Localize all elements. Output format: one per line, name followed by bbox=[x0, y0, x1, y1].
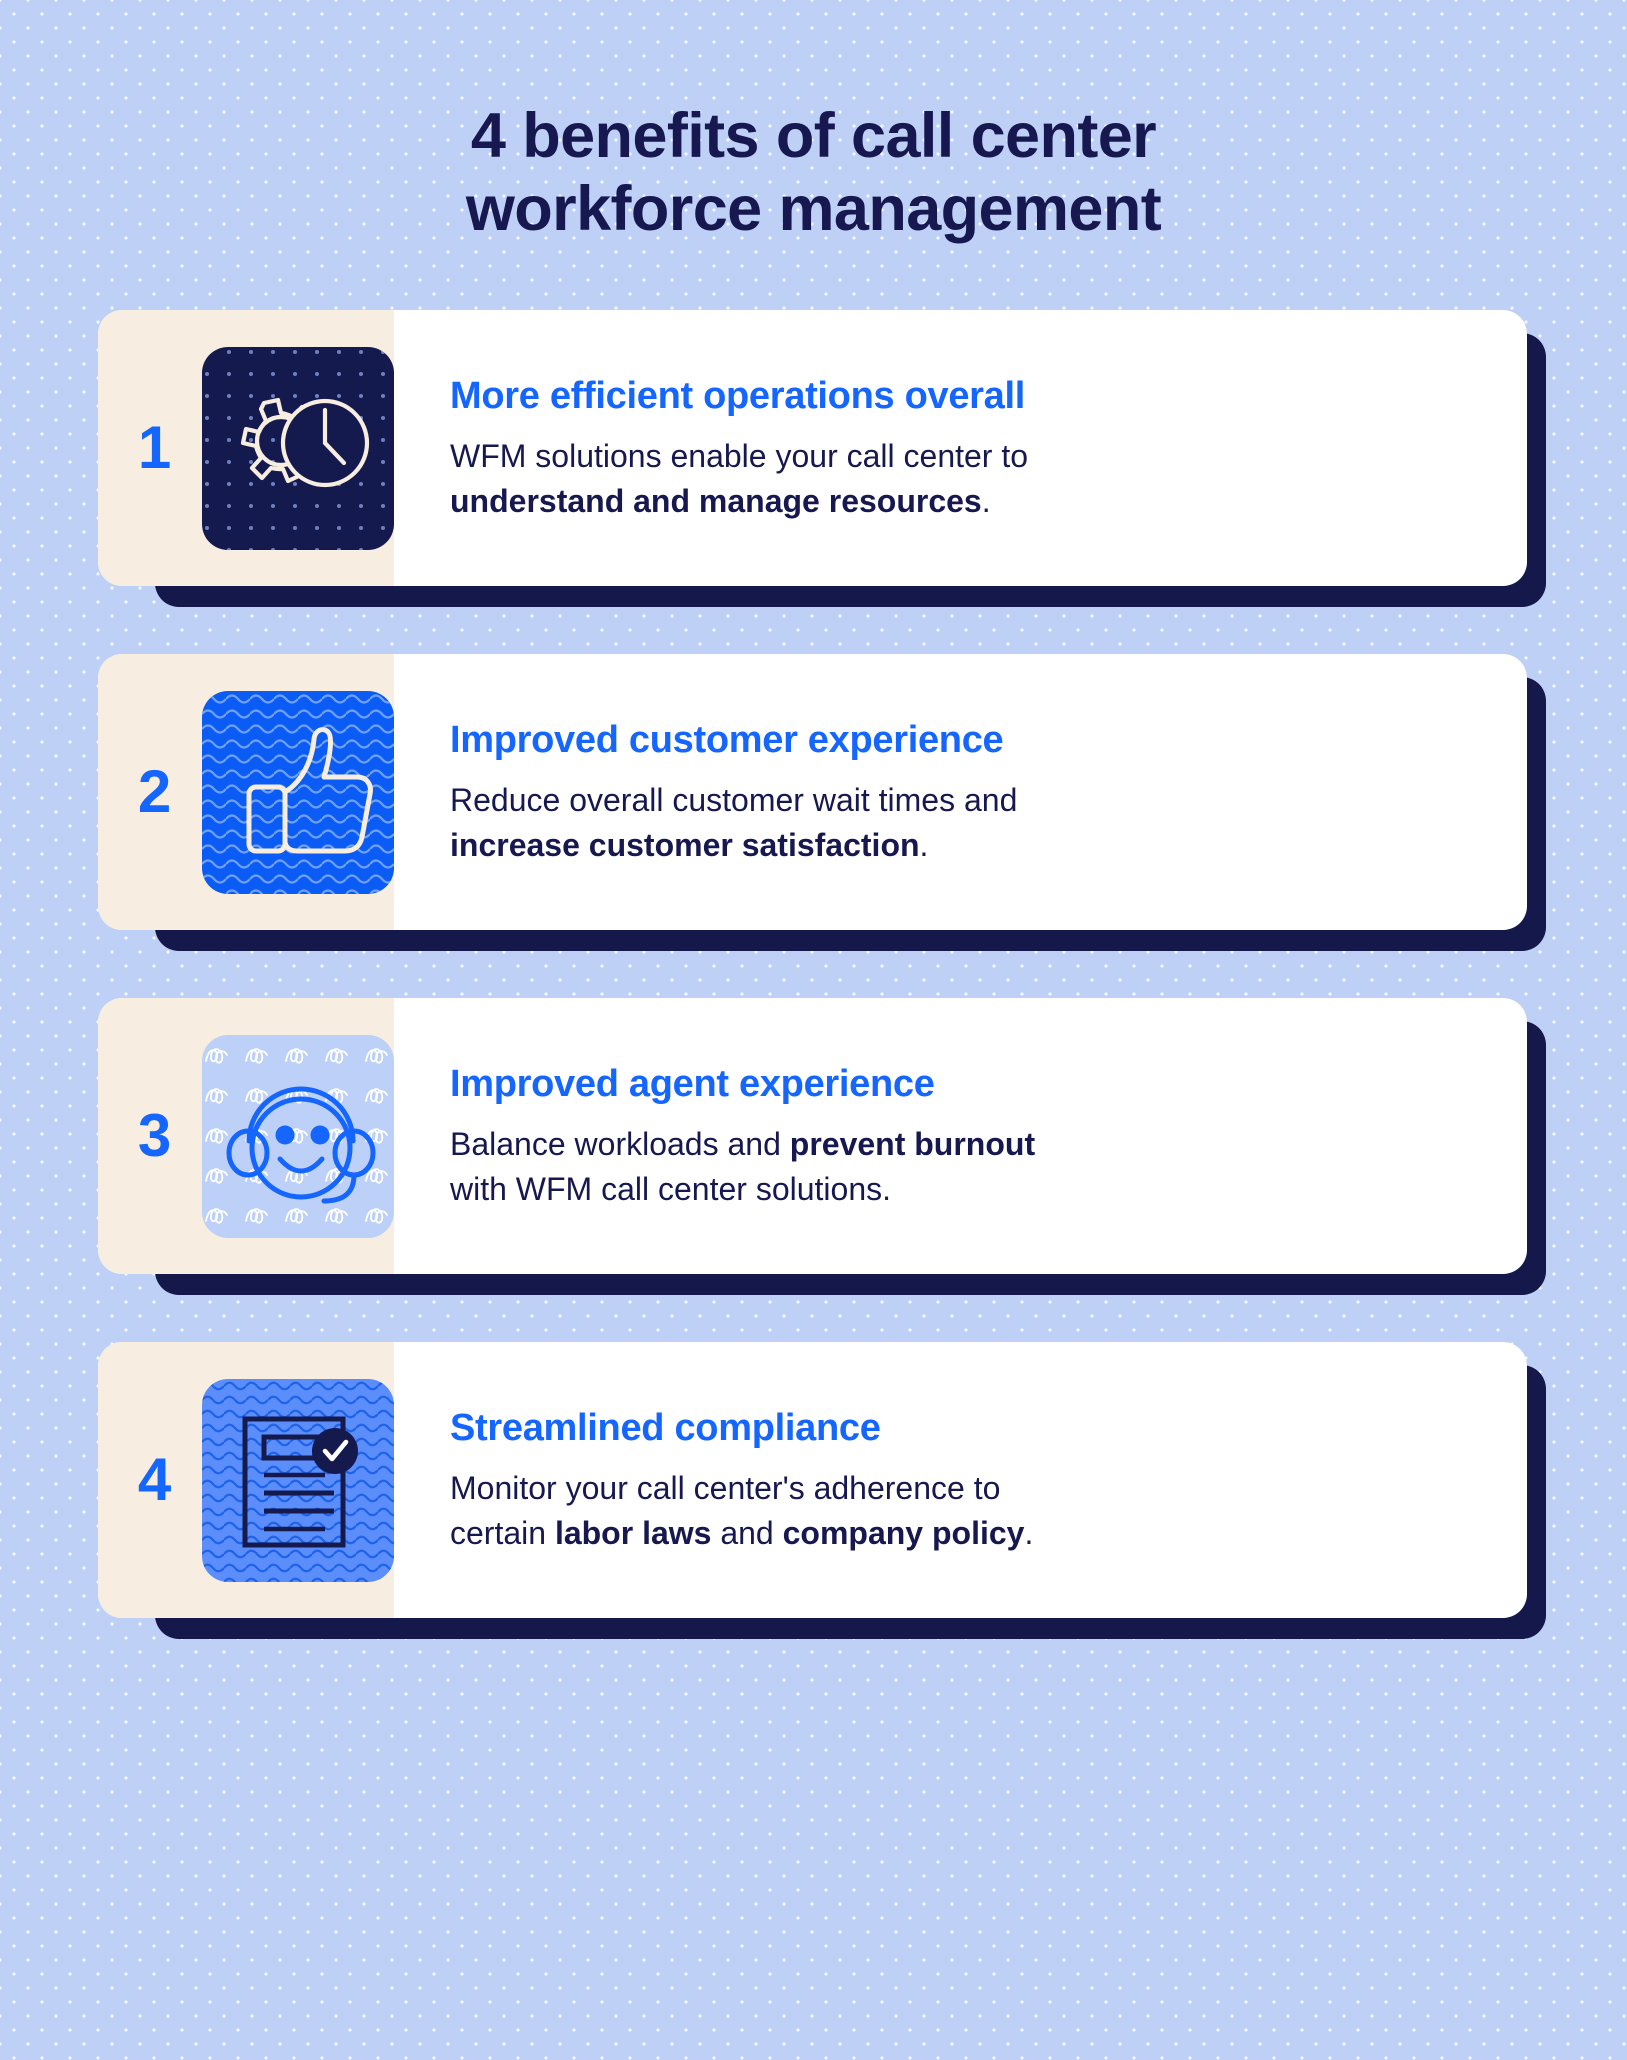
benefit-card-3: 3 bbox=[98, 998, 1546, 1296]
card-heading: More efficient operations overall bbox=[450, 374, 1026, 417]
card-content: More efficient operations overall WFM so… bbox=[394, 310, 1527, 586]
card-body-plain-2: with WFM call center solutions. bbox=[450, 1170, 892, 1207]
card-left-panel: 4 bbox=[98, 1342, 394, 1619]
card-heading: Streamlined compliance bbox=[450, 1406, 881, 1449]
benefit-card-2: 2 bbox=[98, 654, 1546, 952]
card-left-panel: 1 bbox=[98, 310, 394, 587]
card-body-bold: labor laws bbox=[554, 1514, 712, 1551]
card-left-panel: 2 bbox=[98, 654, 394, 931]
card-body-text: Reduce overall customer wait times and i… bbox=[450, 778, 1070, 866]
card-body-bold: understand and manage resources bbox=[450, 482, 982, 519]
card-body-plain-2: . bbox=[919, 826, 929, 863]
card-body-text: Balance workloads and prevent burnout wi… bbox=[450, 1122, 1070, 1210]
card-body-bold: prevent burnout bbox=[789, 1126, 1036, 1163]
page-title-line-2: workforce management bbox=[465, 174, 1162, 245]
card-surface[interactable]: 3 bbox=[98, 998, 1527, 1275]
card-left-panel: 3 bbox=[98, 998, 394, 1275]
card-body-text: Monitor your call center's adherence to … bbox=[450, 1466, 1070, 1554]
card-content: Streamlined compliance Monitor your call… bbox=[394, 1342, 1527, 1618]
card-content: Improved agent experience Balance worklo… bbox=[394, 998, 1527, 1274]
card-body-plain-2: and bbox=[711, 1514, 783, 1551]
thumbs-up-icon bbox=[202, 690, 394, 894]
card-body-plain: WFM solutions enable your call center to bbox=[450, 438, 1029, 475]
page-header: 4 benefits of call center workforce mana… bbox=[0, 0, 1627, 246]
benefit-card-1: 1 bbox=[98, 310, 1546, 608]
page-title-line-1: 4 benefits of call center bbox=[470, 101, 1157, 171]
card-surface[interactable]: 4 bbox=[98, 1342, 1527, 1619]
card-body-plain-3: . bbox=[1024, 1514, 1034, 1551]
card-body-text: WFM solutions enable your call center to… bbox=[450, 434, 1070, 522]
card-number: 1 bbox=[137, 414, 172, 482]
card-body-plain-2: . bbox=[981, 482, 991, 519]
card-surface[interactable]: 2 bbox=[98, 654, 1527, 931]
card-body-bold-2: company policy bbox=[782, 1514, 1025, 1551]
card-heading: Improved customer experience bbox=[450, 718, 1004, 761]
headset-smiley-icon bbox=[202, 1034, 394, 1238]
card-number: 3 bbox=[137, 1102, 172, 1170]
card-body-bold: increase customer satisfaction bbox=[450, 826, 920, 863]
card-surface[interactable]: 1 bbox=[98, 310, 1527, 587]
gear-clock-icon bbox=[202, 346, 394, 550]
card-body-plain: Reduce overall customer wait times and bbox=[450, 782, 1018, 819]
card-heading: Improved agent experience bbox=[450, 1062, 935, 1105]
document-check-icon bbox=[202, 1378, 394, 1582]
card-number: 4 bbox=[137, 1446, 172, 1514]
card-body-plain: Balance workloads and bbox=[450, 1126, 790, 1163]
card-number: 2 bbox=[137, 758, 172, 826]
card-body-plain: Monitor your call center's adherence to … bbox=[450, 1470, 1001, 1551]
card-content: Improved customer experience Reduce over… bbox=[394, 654, 1527, 930]
page-title: 4 benefits of call center workforce mana… bbox=[364, 100, 1264, 246]
benefit-card-4: 4 bbox=[98, 1342, 1546, 1640]
benefit-card-list: 1 bbox=[0, 310, 1627, 1640]
